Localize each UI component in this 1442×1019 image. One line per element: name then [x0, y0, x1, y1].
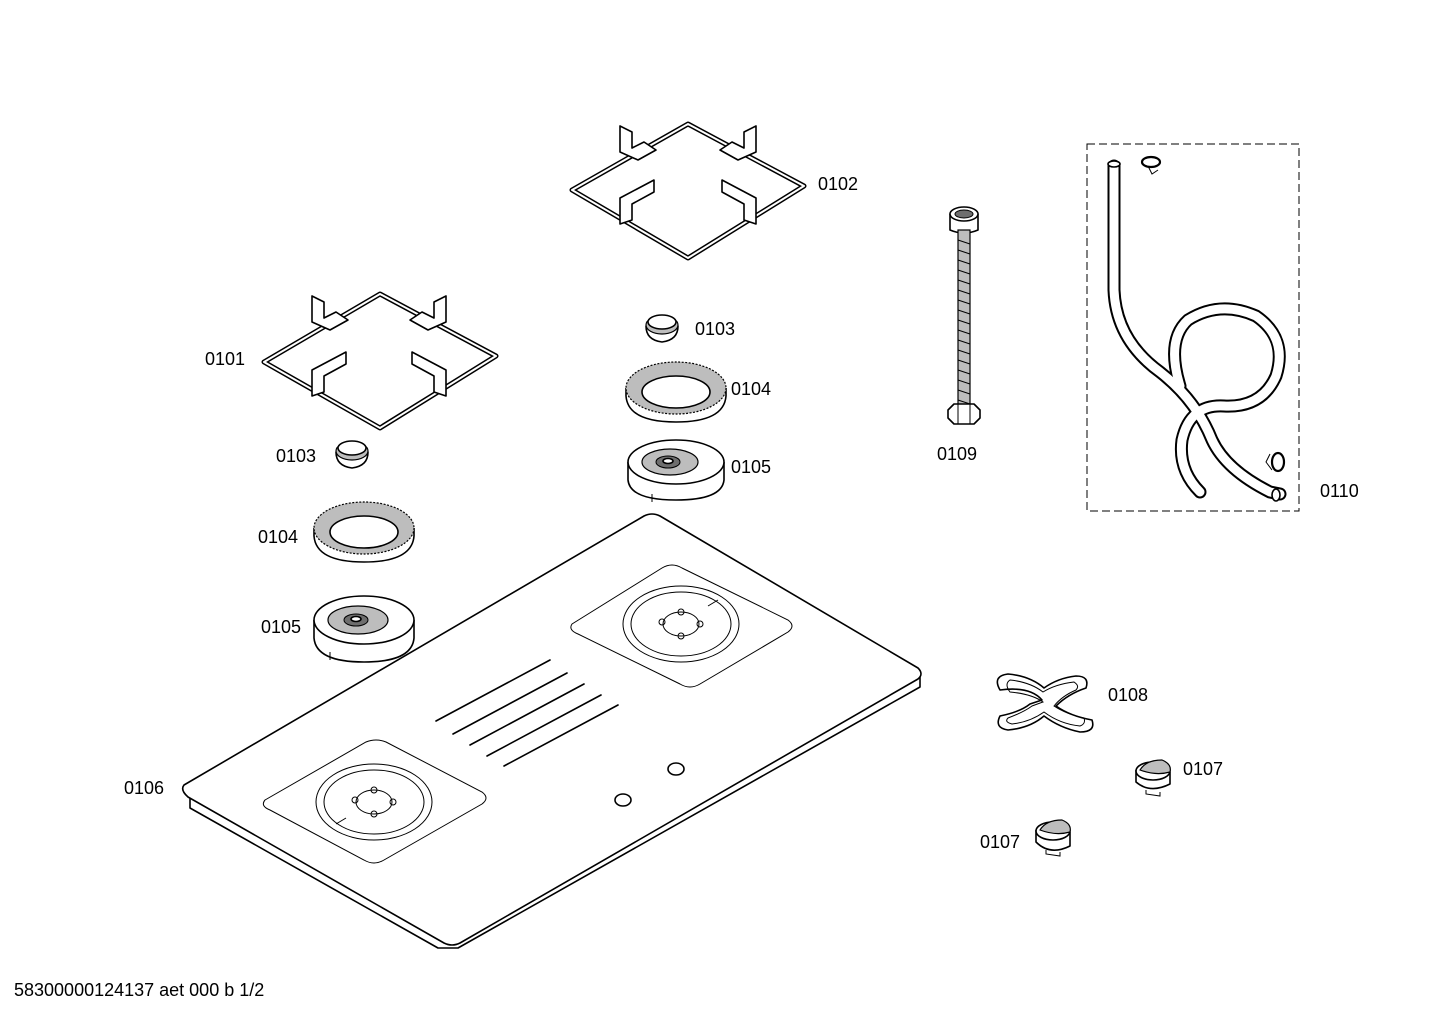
label-0102: 0102	[818, 174, 858, 194]
label-0105-right: 0105	[731, 457, 771, 477]
control-knob-lower	[1035, 819, 1071, 857]
pan-support-right	[569, 121, 807, 261]
burner-base-right	[627, 439, 725, 502]
burner-base-left	[313, 595, 415, 663]
label-0104-right: 0104	[731, 379, 771, 399]
hose-kit	[1086, 143, 1300, 512]
label-0104-left: 0104	[258, 527, 298, 547]
label-0105-left: 0105	[261, 617, 301, 637]
control-knob-upper	[1135, 759, 1171, 797]
burner-cap-right	[645, 314, 679, 343]
label-0101: 0101	[205, 349, 245, 369]
label-0103-left: 0103	[276, 446, 316, 466]
hob-top-plate	[181, 513, 922, 949]
flame-ring-right	[625, 361, 727, 423]
document-footer-code: 58300000124137 aet 000 b 1/2	[14, 980, 265, 1000]
burner-cap-left	[335, 440, 369, 469]
label-0108: 0108	[1108, 685, 1148, 705]
label-0106: 0106	[124, 778, 164, 798]
label-0103-right: 0103	[695, 319, 735, 339]
flame-ring-left	[313, 501, 415, 563]
label-0110: 0110	[1320, 481, 1359, 501]
label-0109: 0109	[937, 444, 977, 464]
label-0107-lower: 0107	[980, 832, 1020, 852]
gas-connector-pipe	[947, 206, 981, 425]
gasket-seal	[996, 673, 1094, 733]
label-0107-upper: 0107	[1183, 759, 1223, 779]
pan-support-left	[261, 291, 499, 431]
